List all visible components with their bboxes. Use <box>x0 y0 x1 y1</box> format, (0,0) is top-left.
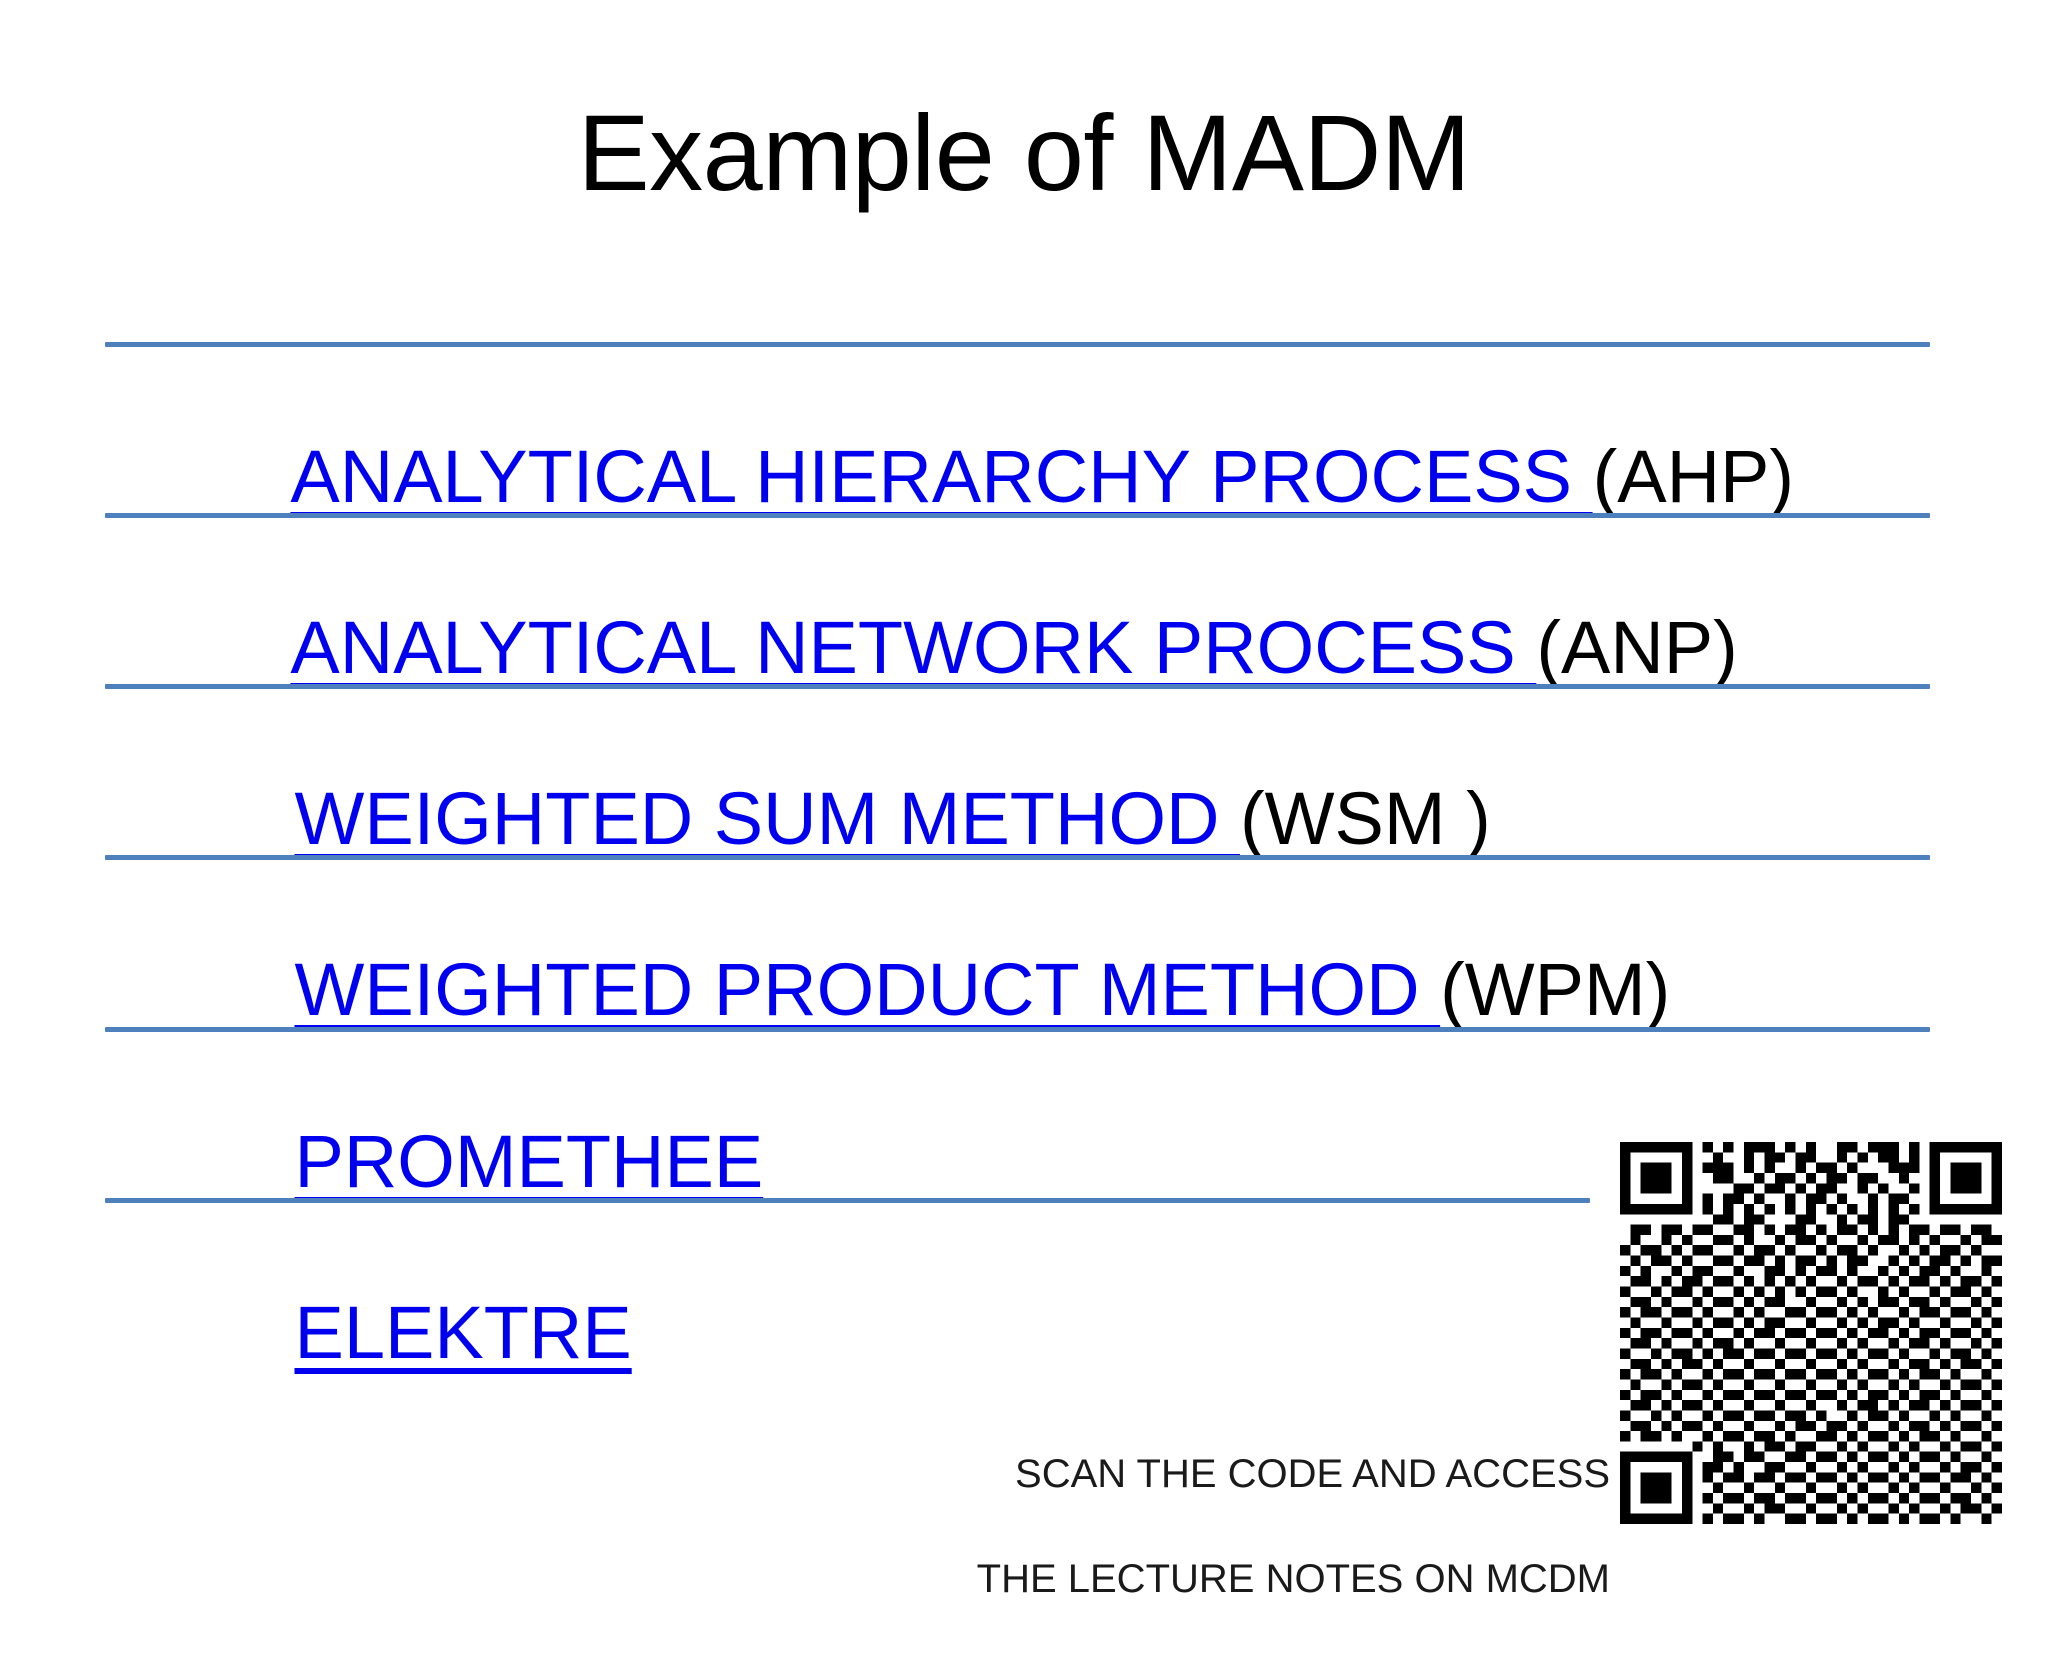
list-item[interactable]: ANALYTICAL NETWORK PROCESS (ANP) <box>0 501 2048 685</box>
method-line: WEIGHTED PRODUCT METHOD (WPM) <box>130 879 1670 1101</box>
row-divider <box>105 1027 1930 1032</box>
method-line: PROMETHEE <box>130 1051 763 1273</box>
madm-method-list: ANALYTICAL HIERARCHY PROCESS (AHP) ANALY… <box>0 330 2048 1370</box>
method-line: ELEKTRE <box>130 1222 632 1444</box>
page-title: Example of MADM <box>577 92 1471 213</box>
method-abbr-anp: (ANP) <box>1536 606 1738 689</box>
method-link-promethee[interactable]: PROMETHEE <box>294 1120 764 1203</box>
method-link-wpm[interactable]: WEIGHTED PRODUCT METHOD <box>294 948 1441 1031</box>
row-divider <box>105 513 1930 518</box>
slide-canvas: Example of MADM ANALYTICAL HIERARCHY PRO… <box>0 92 2048 1602</box>
qr-caption-line-2: THE LECTURE NOTES ON MCDM <box>976 1557 1610 1602</box>
row-divider <box>105 342 1930 347</box>
qr-caption: SCAN THE CODE AND ACCESS THE LECTURE NOT… <box>880 1395 1610 1659</box>
qr-code-icon[interactable] <box>1620 1142 2002 1524</box>
list-item[interactable]: ANALYTICAL HIERARCHY PROCESS (AHP) <box>0 330 2048 514</box>
method-line: ANALYTICAL HIERARCHY PROCESS (AHP) <box>130 366 1794 588</box>
list-item[interactable]: WEIGHTED SUM METHOD (WSM ) <box>0 672 2048 856</box>
method-link-wsm[interactable]: WEIGHTED SUM METHOD <box>294 777 1241 860</box>
row-divider <box>105 1198 1590 1203</box>
method-link-ahp[interactable]: ANALYTICAL HIERARCHY PROCESS <box>290 435 1593 518</box>
method-link-anp[interactable]: ANALYTICAL NETWORK PROCESS <box>290 606 1537 689</box>
row-divider <box>105 855 1930 860</box>
method-abbr-wsm: (WSM ) <box>1240 777 1491 860</box>
method-line: ANALYTICAL NETWORK PROCESS (ANP) <box>130 537 1738 759</box>
qr-caption-line-1: SCAN THE CODE AND ACCESS <box>1015 1451 1610 1496</box>
method-abbr-wpm: (WPM) <box>1440 948 1671 1031</box>
list-item[interactable]: WEIGHTED PRODUCT METHOD (WPM) <box>0 843 2048 1027</box>
qr-code-block[interactable] <box>1620 1142 2002 1524</box>
method-abbr-ahp: (AHP) <box>1592 435 1795 518</box>
method-line: WEIGHTED SUM METHOD (WSM ) <box>130 708 1491 930</box>
list-item[interactable]: ELEKTRE <box>0 1186 2048 1370</box>
list-item[interactable]: PROMETHEE <box>0 1015 2048 1199</box>
method-link-elektre[interactable]: ELEKTRE <box>294 1291 632 1374</box>
row-divider <box>105 684 1930 689</box>
